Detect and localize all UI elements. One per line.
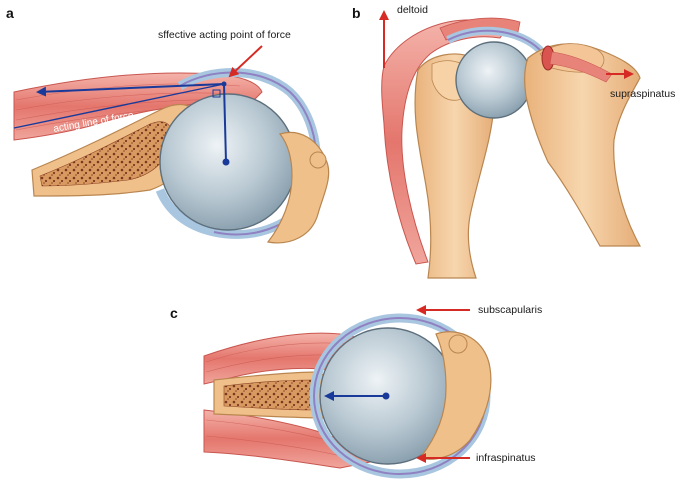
panel-b: b deltoid supraspinatus: [352, 4, 675, 279]
panel-letter-a: a: [6, 5, 14, 21]
force-vector-a: [36, 83, 225, 97]
coracoid-tip-c: [448, 334, 468, 354]
scapula-b: [524, 43, 642, 247]
acting-point-dot: [221, 81, 227, 87]
deltoid-muscle-b: [381, 19, 509, 265]
center-of-rotation-a: [222, 158, 230, 166]
capsule-line-b: [447, 29, 541, 51]
acting-line-of-force: [13, 83, 225, 129]
humeral-head-b: [455, 41, 533, 119]
label-infraspinatus: infraspinatus: [476, 452, 536, 464]
glenoid-c: [418, 331, 492, 460]
marrow-c: [223, 379, 318, 411]
label-supraspinatus: supraspinatus: [610, 88, 675, 100]
right-angle-marker-a: [212, 89, 221, 98]
center-of-rotation-c: [382, 392, 390, 400]
label-subscapularis: subscapularis: [478, 304, 542, 316]
supraspinatus-muscle-b: [549, 51, 613, 83]
label-deltoid: deltoid: [397, 4, 428, 16]
panel-c: c subscapularis infraspinatus: [170, 304, 542, 479]
panel-letter-b: b: [352, 5, 361, 21]
panel-a: a sffective acting point of force act: [6, 5, 330, 244]
panel-letter-c: c: [170, 305, 178, 321]
coracoid-tip-a: [309, 151, 327, 169]
lever-arm-a: [223, 83, 227, 163]
effective-point-arrow: [228, 45, 263, 78]
label-effective-acting-point: sffective acting point of force: [158, 29, 291, 41]
